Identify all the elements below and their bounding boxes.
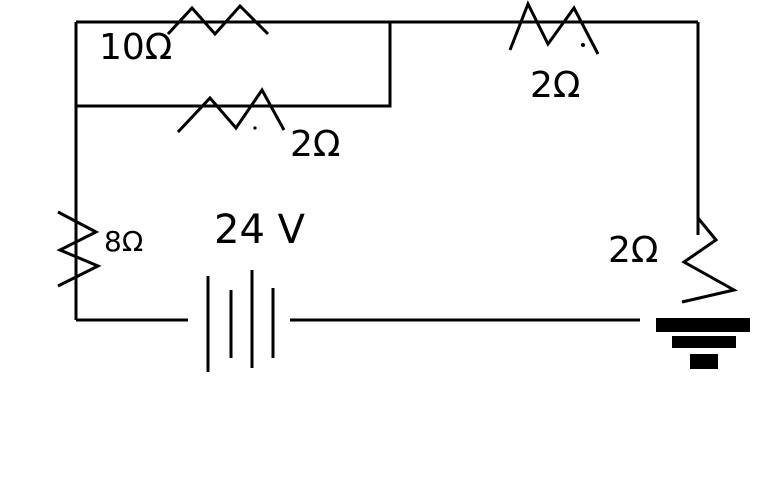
label-resistor-left: 8Ω [104, 225, 144, 258]
mark-dot-1 [581, 43, 585, 47]
resistor-left [56, 210, 102, 288]
resistor-top-right [508, 0, 600, 55]
mark-dot-2 [253, 126, 257, 130]
label-resistor-parallel-bottom: 2Ω [290, 124, 341, 165]
resistor-top-left [166, 3, 270, 37]
label-resistor-top-right: 2Ω [530, 65, 581, 106]
label-resistor-top-left: 10Ω [99, 27, 173, 68]
parallel-branch-wire [76, 22, 392, 108]
resistor-parallel-bottom [176, 87, 286, 134]
label-battery-voltage: 24 V [214, 207, 305, 253]
ground-symbol [656, 318, 750, 369]
resistor-right [681, 217, 739, 304]
label-resistor-right: 2Ω [608, 230, 659, 271]
